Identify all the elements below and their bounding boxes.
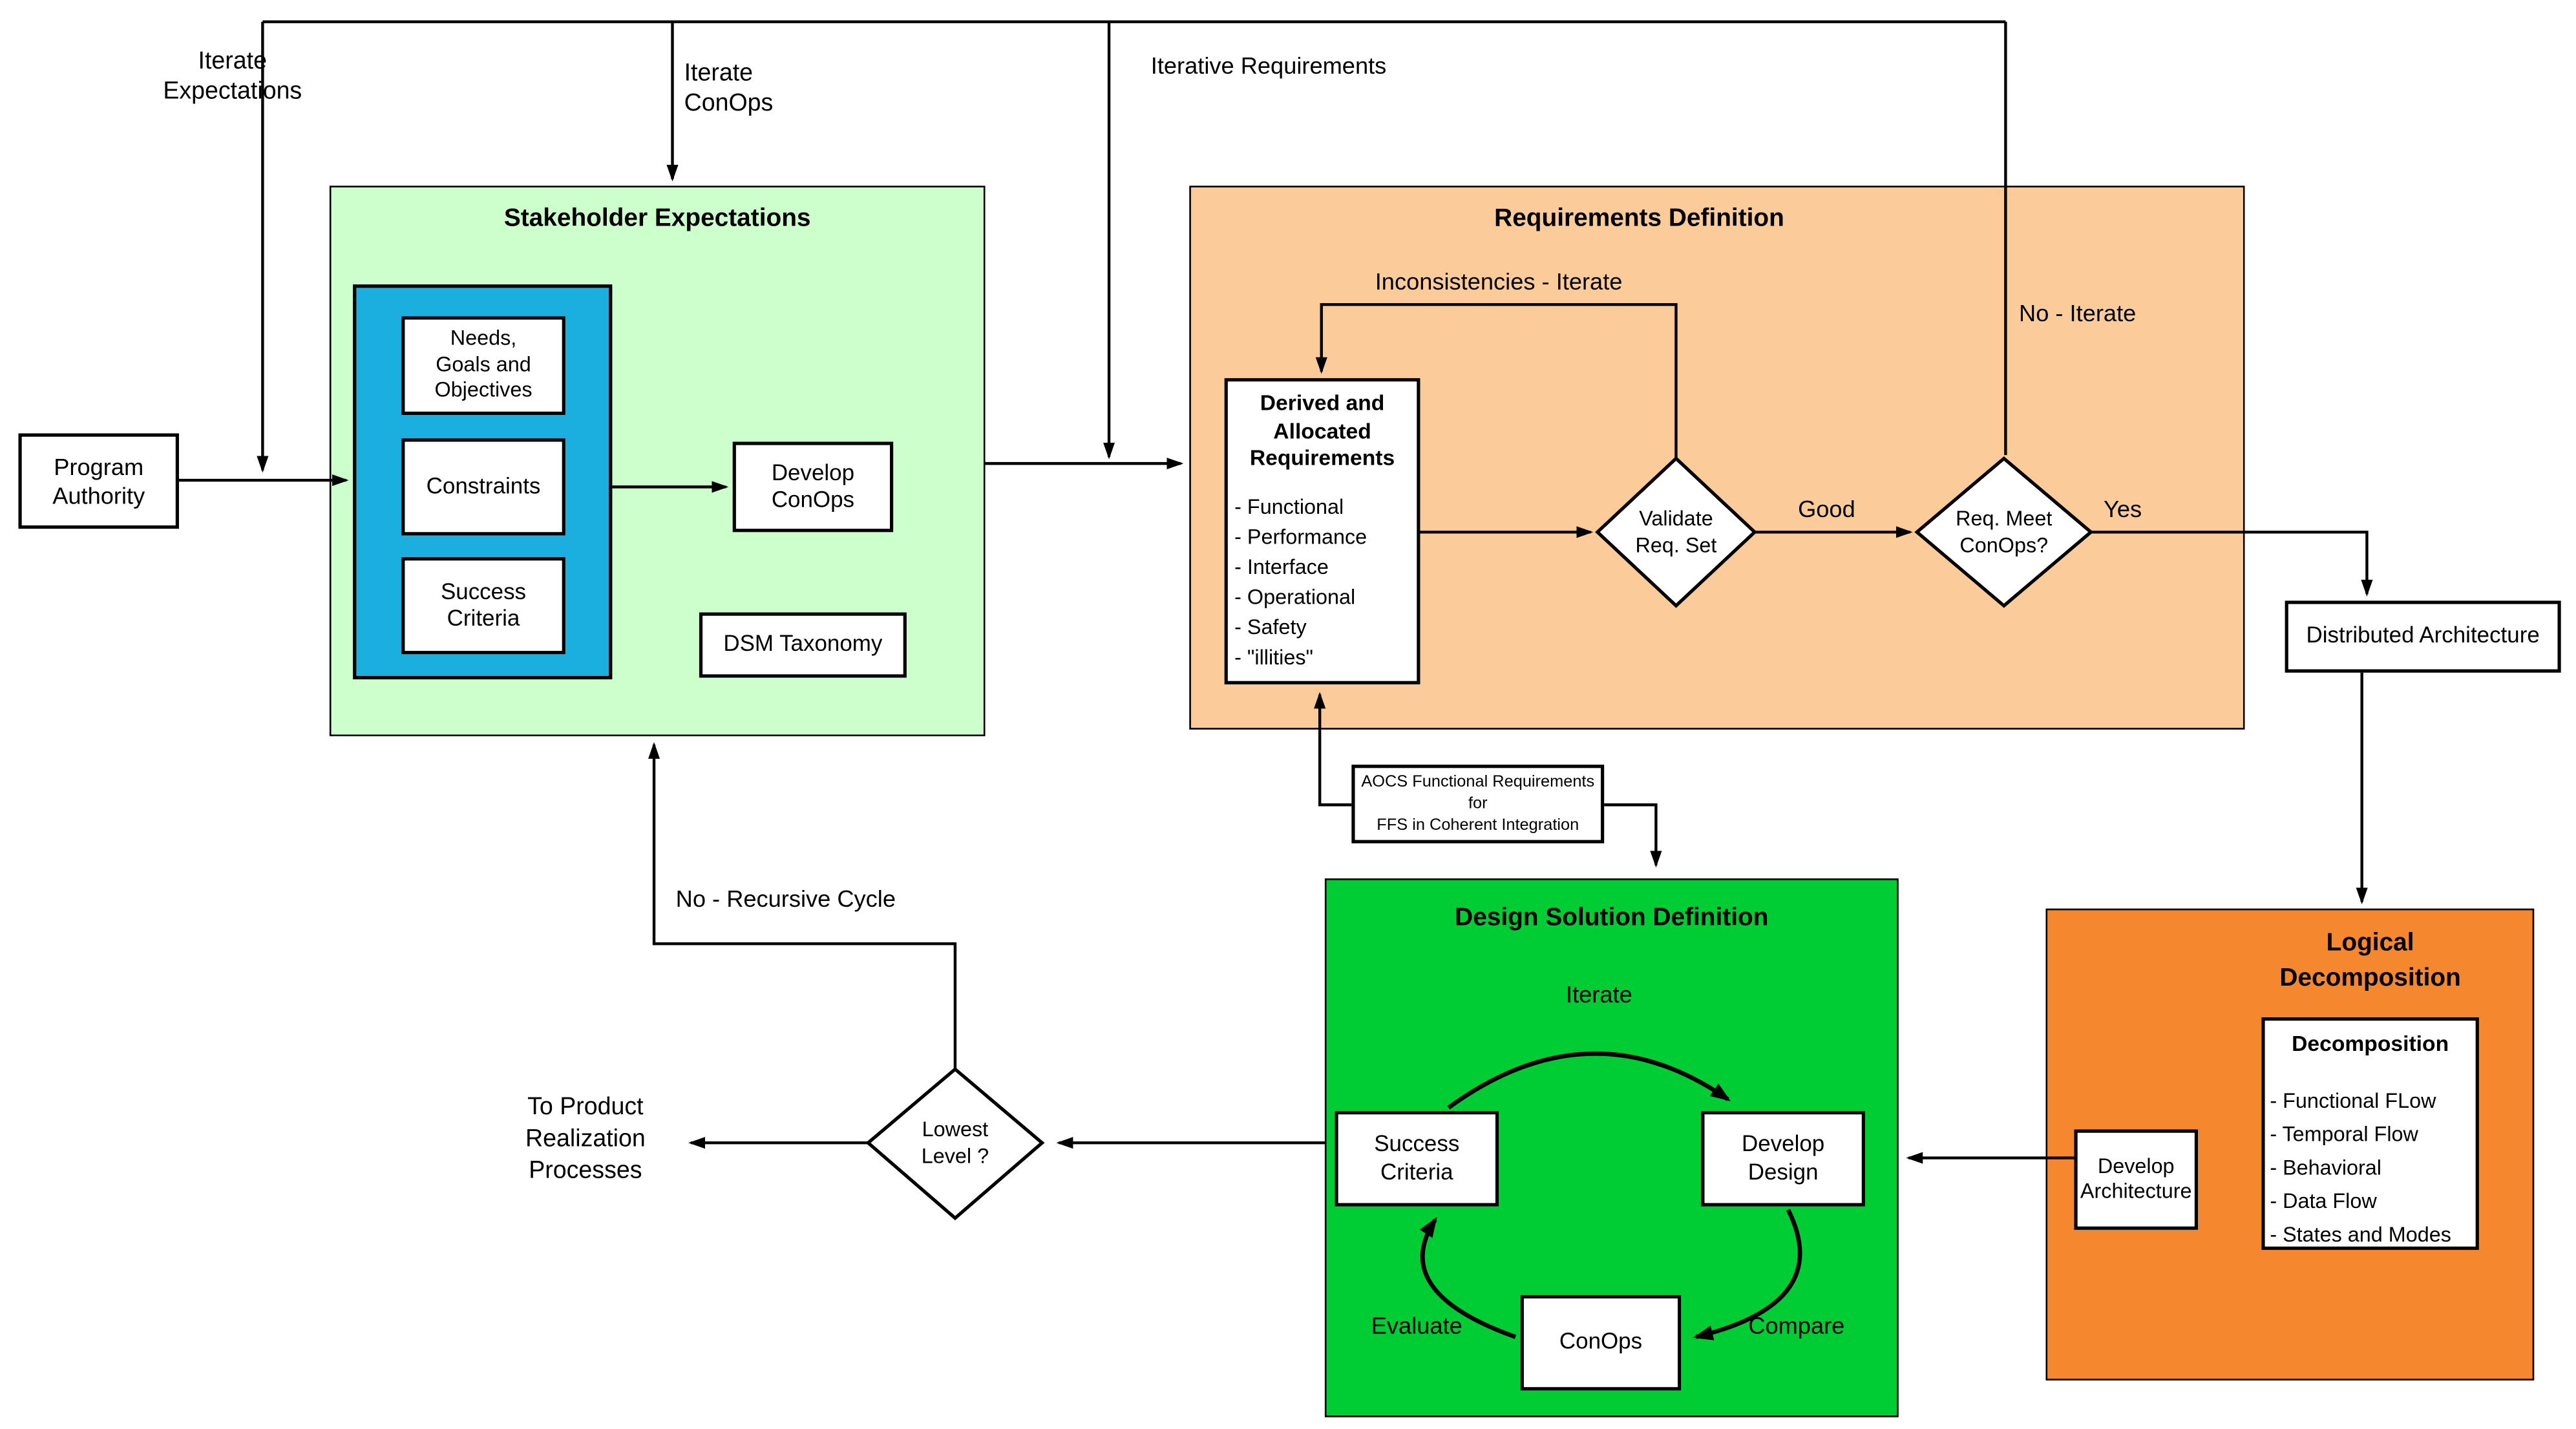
iterate-conops-label: Iterate ConOps [684, 60, 774, 118]
dsm-taxonomy-box: DSM Taxonomy [699, 612, 907, 678]
design-success-criteria-box: Success Criteria [1335, 1111, 1499, 1207]
iterative-requirements-label: Iterative Requirements [1150, 52, 1387, 79]
validate-diamond-label: Validate Req. Set [1635, 507, 1717, 556]
derived-requirements-box: Derived and Allocated Requirements - Fun… [1224, 378, 1420, 684]
requirements-title: Requirements Definition [1494, 204, 1784, 233]
good-label: Good [1798, 495, 1855, 522]
logical-title: Logical Decomposition [2279, 928, 2461, 993]
no-iterate-label: No - Iterate [2019, 299, 2137, 326]
iterate-expectations-label: Iterate Expectations [163, 48, 302, 106]
decomposition-item: - Behavioral [2270, 1156, 2381, 1180]
compare-label: Compare [1748, 1311, 1845, 1339]
decomposition-item: - States and Modes [2270, 1223, 2451, 1247]
decomposition-item: - Temporal Flow [2270, 1123, 2418, 1147]
derived-item: - Interface [1234, 555, 1329, 578]
decomposition-item: - Functional FLow [2270, 1089, 2436, 1113]
develop-architecture-box: Develop Architecture [2074, 1129, 2199, 1230]
success-criteria-box: Success Criteria [401, 557, 565, 655]
stakeholder-title: Stakeholder Expectations [503, 204, 811, 233]
inconsistencies-iterate-label: Inconsistencies - Iterate [1375, 268, 1623, 295]
evaluate-label: Evaluate [1371, 1311, 1462, 1339]
derived-item: - Performance [1234, 524, 1367, 548]
iterate-cycle-label: Iterate [1566, 980, 1632, 1008]
derived-item: - Safety [1234, 615, 1307, 639]
derived-item: - Operational [1234, 584, 1356, 609]
program-authority-box: Program Authority [18, 433, 179, 529]
yes-label: Yes [2103, 495, 2142, 522]
to-product-realization-label: To Product Realization Processes [525, 1094, 646, 1185]
aocs-to-design-path [1604, 803, 1662, 868]
decomposition-item: - Data Flow [2270, 1189, 2377, 1213]
lowest-level-diamond-label: Lowest Level ? [921, 1117, 989, 1167]
derived-item: - Functional [1234, 494, 1344, 518]
no-recursive-cycle-label: No - Recursive Cycle [675, 885, 896, 912]
decomposition-box: Decomposition - Functional FLow - Tempor… [2261, 1017, 2479, 1250]
aocs-requirements-box: AOCS Functional Requirements for FFS in … [1351, 765, 1605, 843]
design-title: Design Solution Definition [1455, 904, 1769, 933]
req-meet-diamond-label: Req. Meet ConOps? [1956, 507, 2053, 556]
conops-box: ConOps [1520, 1295, 1682, 1391]
distributed-architecture-box: Distributed Architecture [2285, 600, 2561, 673]
derived-item: - "illities" [1234, 645, 1314, 669]
develop-conops-box: Develop ConOps [732, 441, 894, 533]
needs-goals-objectives-box: Needs, Goals and Objectives [401, 316, 565, 416]
constraints-box: Constraints [401, 438, 565, 536]
develop-design-box: Develop Design [1701, 1111, 1865, 1207]
